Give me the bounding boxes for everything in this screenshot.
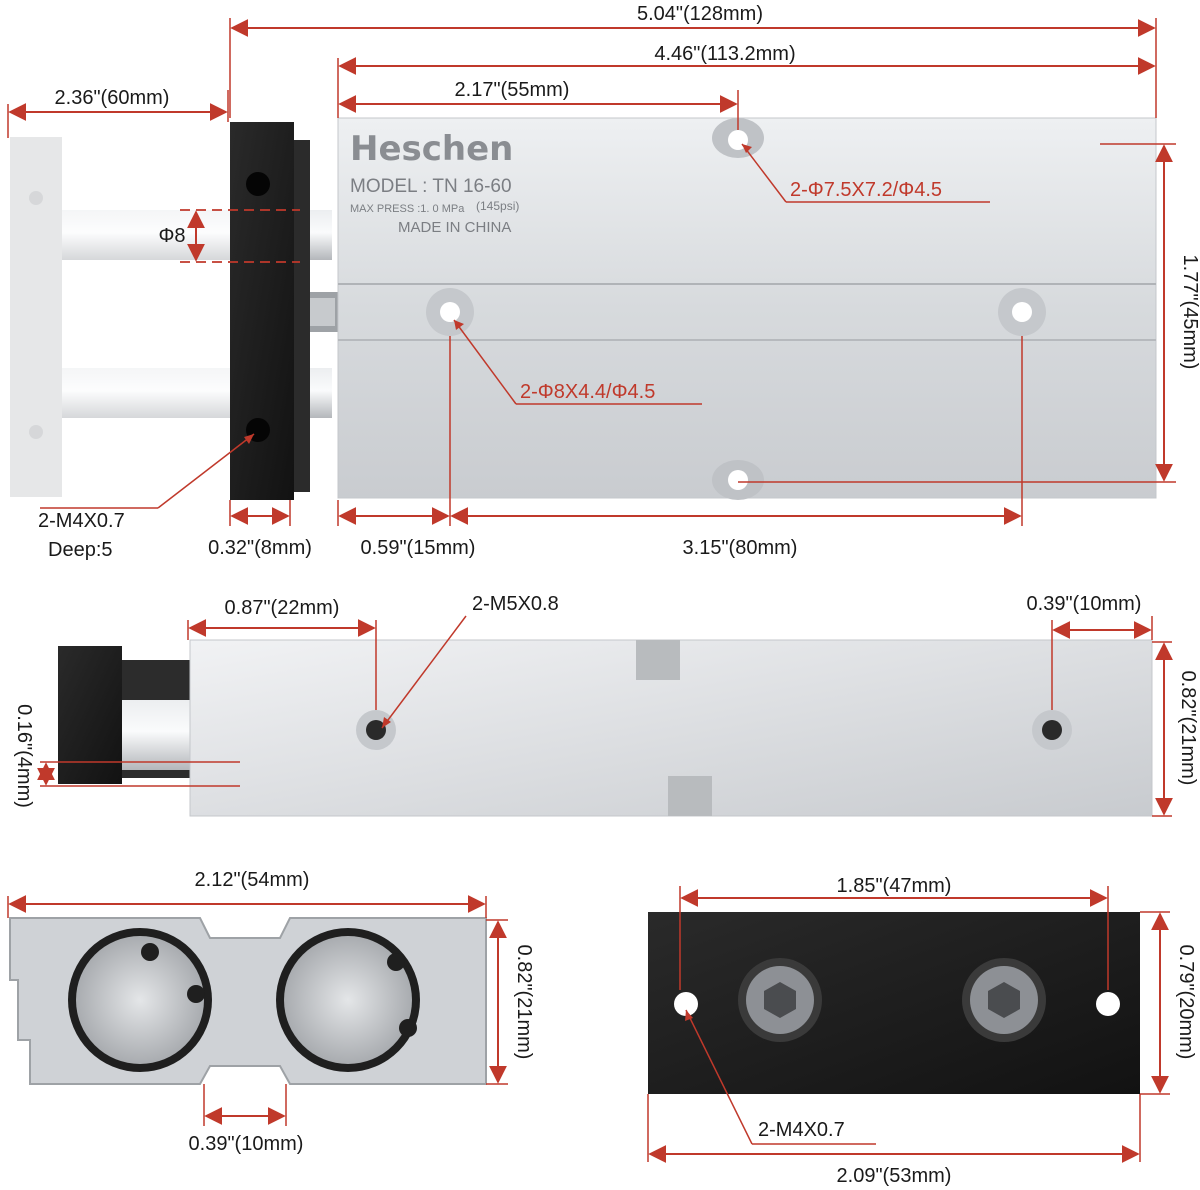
dim-body-height: 1.77"(45mm) bbox=[738, 143, 1200, 483]
svg-text:0.16"(4mm): 0.16"(4mm) bbox=[13, 704, 35, 808]
callout-top-mount-holes: 2-Φ7.5X7.2/Φ4.5 bbox=[741, 143, 990, 203]
svg-text:Φ8: Φ8 bbox=[158, 225, 185, 247]
side-view: 0.87"(22mm) 0.39"(10mm) 0.82"(21mm) 0.16… bbox=[13, 593, 1199, 817]
dim-plate-thickness: 0.32"(8mm) bbox=[208, 500, 312, 559]
svg-text:4.46"(113.2mm): 4.46"(113.2mm) bbox=[654, 43, 795, 65]
socket-screw-right bbox=[962, 958, 1046, 1042]
end-view-plate: 1.85"(47mm) 0.79"(20mm) 2.09"(53mm) 2-M4… bbox=[647, 875, 1197, 1187]
dim-plate-height: 0.79"(20mm) bbox=[1140, 911, 1197, 1095]
plate-hole-upper bbox=[246, 172, 270, 196]
svg-text:2.36"(60mm): 2.36"(60mm) bbox=[55, 87, 170, 109]
dim-side-port-end: 0.39"(10mm) bbox=[1027, 593, 1153, 710]
model-label: MODEL : TN 16-60 bbox=[350, 176, 512, 197]
bore-right bbox=[276, 928, 420, 1072]
bore-left bbox=[68, 928, 212, 1072]
svg-text:2.09"(53mm): 2.09"(53mm) bbox=[837, 1165, 952, 1187]
brand-logo: Heschen bbox=[350, 129, 513, 169]
side-slot-top bbox=[636, 640, 680, 680]
black-plate-face bbox=[648, 912, 1140, 1094]
socket-screw-left bbox=[738, 958, 822, 1042]
dim-end-width: 2.12"(54mm) bbox=[7, 869, 487, 918]
svg-text:5.04"(128mm): 5.04"(128mm) bbox=[637, 3, 763, 25]
origin-label: MADE IN CHINA bbox=[398, 219, 511, 236]
top-view: Heschen MODEL : TN 16-60 MAX PRESS :1. 0… bbox=[7, 3, 1200, 561]
callout-plate-thread: 2-M4X0.7 Deep:5 bbox=[38, 433, 255, 561]
dim-hole-pitch: 3.15"(80mm) bbox=[450, 336, 1023, 559]
svg-text:2-M5X0.8: 2-M5X0.8 bbox=[472, 593, 559, 615]
mount-hole-bottom bbox=[712, 460, 764, 500]
dim-side-height: 0.82"(21mm) bbox=[1152, 641, 1199, 817]
dim-stroke: 2.36"(60mm) bbox=[7, 87, 229, 138]
svg-text:2-Φ8X4.4/Φ4.5: 2-Φ8X4.4/Φ4.5 bbox=[520, 381, 655, 403]
dim-side-port-offset: 0.87"(22mm) bbox=[187, 597, 377, 710]
svg-text:Deep:5: Deep:5 bbox=[48, 539, 113, 561]
svg-text:2.12"(54mm): 2.12"(54mm) bbox=[195, 869, 310, 891]
svg-text:2-M4X0.7: 2-M4X0.7 bbox=[38, 510, 125, 532]
callout-ports: 2-M5X0.8 bbox=[381, 593, 559, 729]
svg-text:2-Φ7.5X7.2/Φ4.5: 2-Φ7.5X7.2/Φ4.5 bbox=[790, 179, 942, 201]
plate-thread-hole-right bbox=[1096, 992, 1120, 1016]
cylinder-body-top bbox=[337, 117, 1157, 499]
mount-hole-right bbox=[998, 288, 1046, 336]
dim-side-rod-offset: 0.16"(4mm) bbox=[13, 704, 240, 808]
dim-overall-length: 5.04"(128mm) bbox=[229, 3, 1157, 118]
svg-text:0.87"(22mm): 0.87"(22mm) bbox=[225, 597, 340, 619]
callout-bottom-mount-holes: 2-Φ8X4.4/Φ4.5 bbox=[453, 319, 702, 405]
svg-text:1.77"(45mm): 1.77"(45mm) bbox=[1179, 255, 1200, 370]
svg-text:0.82"(21mm): 0.82"(21mm) bbox=[513, 945, 535, 1060]
svg-text:0.79"(20mm): 0.79"(20mm) bbox=[1175, 945, 1197, 1060]
svg-text:2-M4X0.7: 2-M4X0.7 bbox=[758, 1119, 845, 1141]
dim-rod-diameter: Φ8 bbox=[158, 209, 300, 263]
dim-plate-width: 2.09"(53mm) bbox=[647, 1094, 1141, 1187]
svg-text:3.15"(80mm): 3.15"(80mm) bbox=[683, 537, 798, 559]
side-slot-bottom bbox=[668, 776, 712, 816]
svg-text:0.82"(21mm): 0.82"(21mm) bbox=[1177, 671, 1199, 786]
dim-end-slot: 0.39"(10mm) bbox=[189, 1084, 304, 1155]
svg-text:2.17"(55mm): 2.17"(55mm) bbox=[455, 79, 570, 101]
pressure-label: MAX PRESS :1. 0 MPa bbox=[350, 203, 465, 215]
port-left bbox=[356, 710, 396, 750]
port-right bbox=[1032, 710, 1072, 750]
dim-body-length: 4.46"(113.2mm) bbox=[337, 43, 1156, 118]
callout-end-plate-thread: 2-M4X0.7 bbox=[685, 1009, 876, 1145]
svg-text:0.39"(10mm): 0.39"(10mm) bbox=[1027, 593, 1142, 615]
dim-edge-to-hole: 0.59"(15mm) bbox=[337, 336, 476, 559]
svg-text:0.59"(15mm): 0.59"(15mm) bbox=[361, 537, 476, 559]
dim-hole-offset: 2.17"(55mm) bbox=[338, 79, 739, 130]
svg-text:0.32"(8mm): 0.32"(8mm) bbox=[208, 537, 312, 559]
plate-thread-hole-left bbox=[674, 992, 698, 1016]
pressure-psi-label: (145psi) bbox=[476, 199, 519, 213]
svg-text:1.85"(47mm): 1.85"(47mm) bbox=[837, 875, 952, 897]
svg-text:0.39"(10mm): 0.39"(10mm) bbox=[189, 1133, 304, 1155]
dim-end-height: 0.82"(21mm) bbox=[486, 919, 535, 1085]
end-view-aluminum: 2.12"(54mm) 0.82"(21mm) 0.39"(10mm) bbox=[7, 869, 535, 1155]
mount-hole-left bbox=[426, 288, 474, 336]
dim-plate-hole-pitch: 1.85"(47mm) bbox=[679, 875, 1109, 990]
side-end-plate bbox=[58, 646, 122, 784]
